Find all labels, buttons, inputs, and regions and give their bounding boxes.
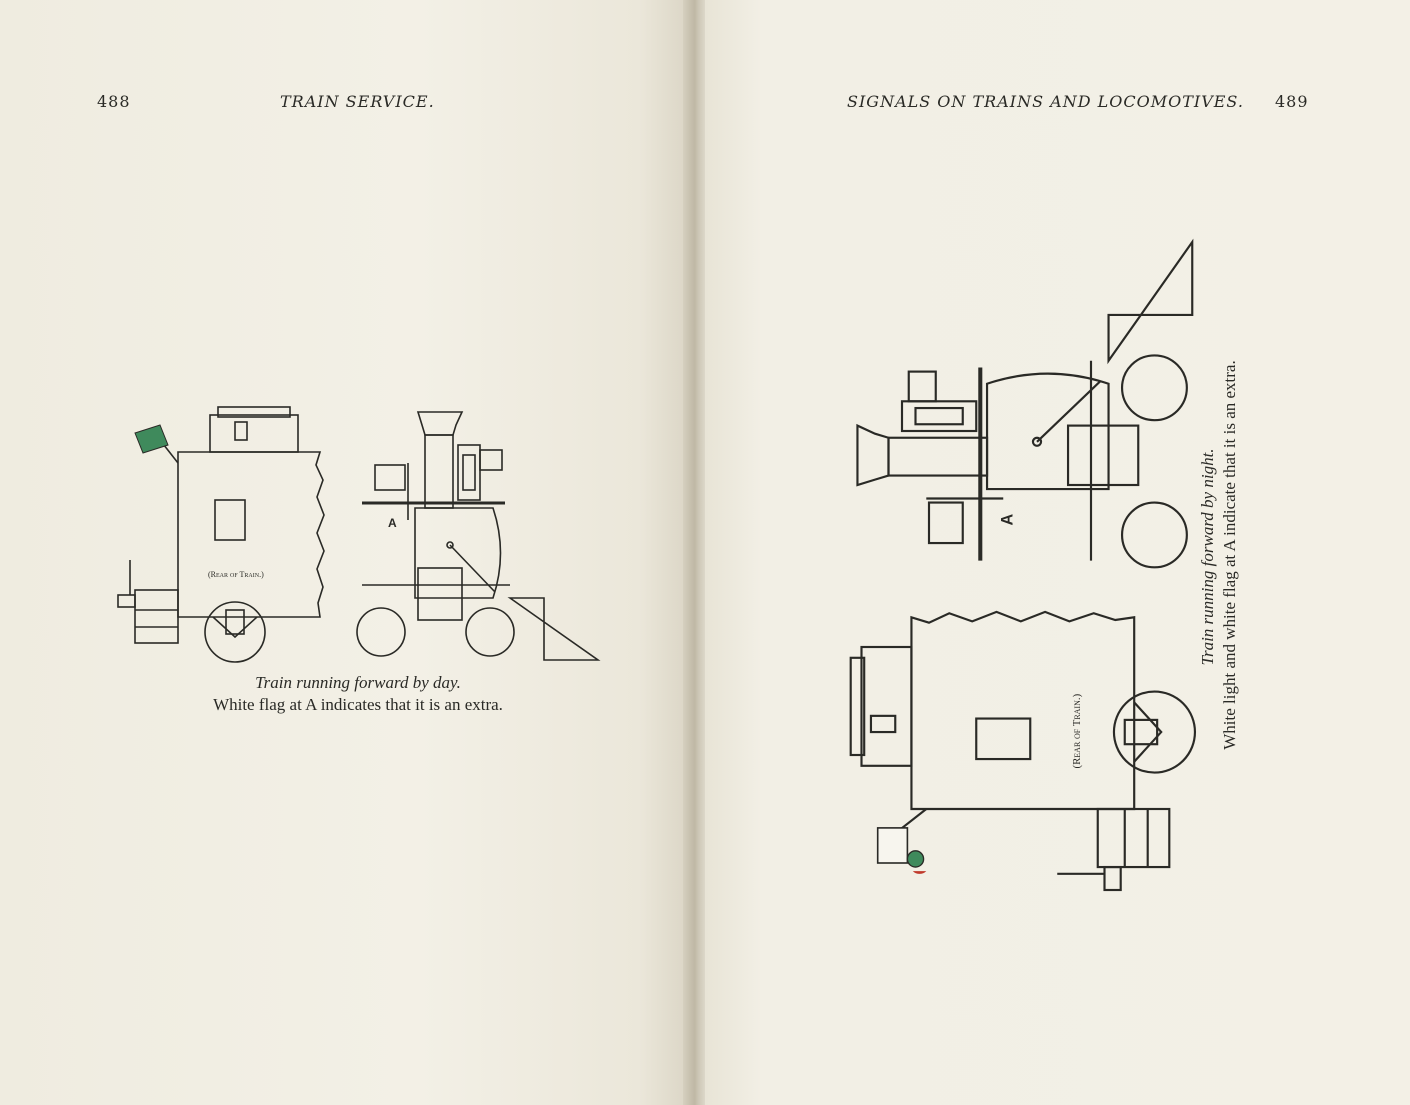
right-page: SIGNALS ON TRAINS AND LOCOMOTIVES. 489 T… bbox=[705, 0, 1410, 1105]
red-light-icon bbox=[912, 871, 927, 874]
figure-label-rear: (Rear of Train.) bbox=[208, 570, 264, 579]
left-page: 488 TRAIN SERVICE. Train running forward… bbox=[0, 0, 695, 1105]
green-flag-icon bbox=[134, 424, 169, 454]
running-head: SIGNALS ON TRAINS AND LOCOMOTIVES. bbox=[847, 92, 1244, 111]
white-flag-icon bbox=[876, 827, 909, 864]
running-head: TRAIN SERVICE. bbox=[280, 92, 435, 111]
day-train-figure: (Rear of Train.) bbox=[116, 405, 600, 664]
figure-caption-italic: Train running forward by day. bbox=[255, 673, 461, 692]
book-gutter bbox=[683, 0, 709, 1105]
night-train-figure: (Rear of Train.) bbox=[851, 242, 1195, 890]
page-number: 489 bbox=[1275, 92, 1309, 111]
figure-caption: White flag at A indicates that it is an … bbox=[213, 695, 503, 714]
page-number: 488 bbox=[97, 92, 131, 111]
green-light-icon bbox=[906, 850, 925, 868]
figure-label-rear: (Rear of Train.) bbox=[1071, 693, 1083, 768]
